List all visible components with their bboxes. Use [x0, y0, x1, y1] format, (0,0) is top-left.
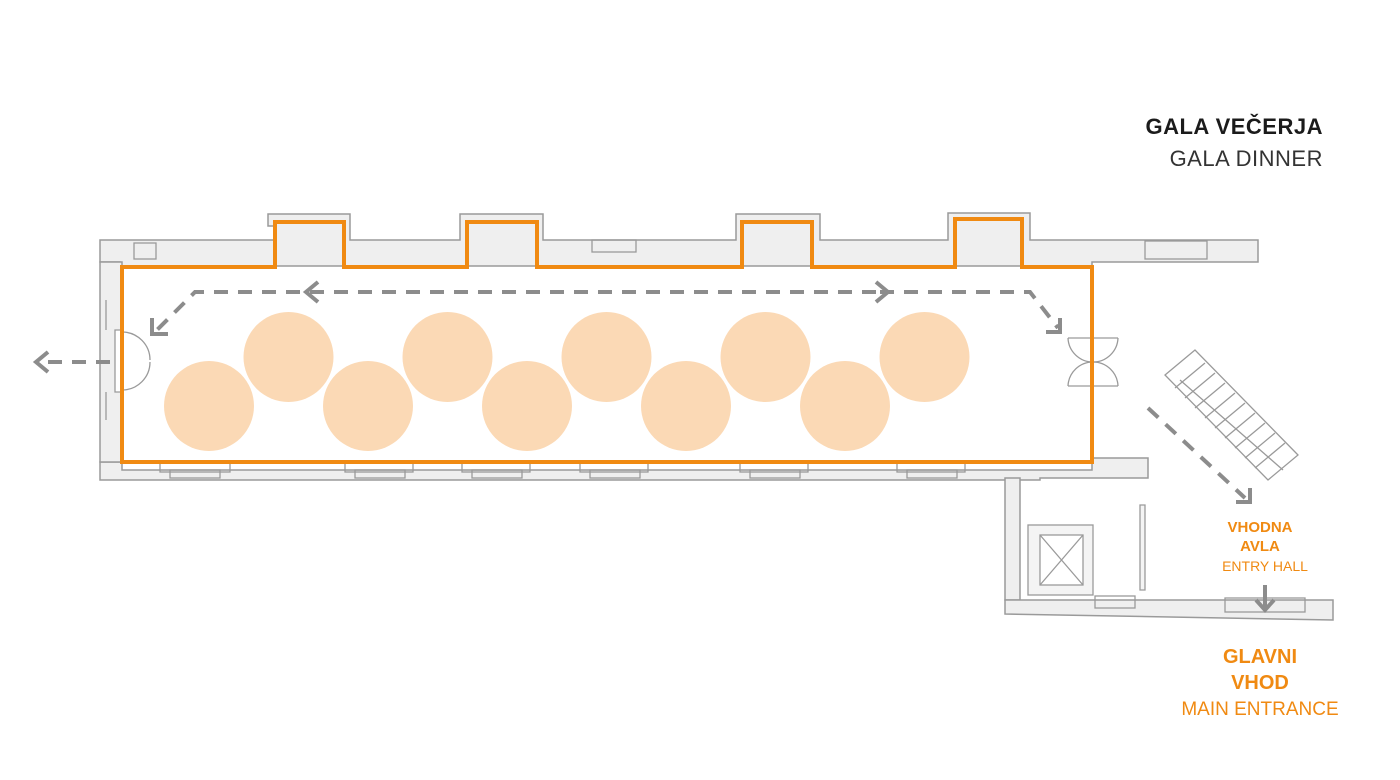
elevator	[1027, 504, 1146, 596]
round-table	[879, 312, 970, 402]
round-table	[323, 361, 413, 451]
arrowheads	[32, 280, 1276, 613]
round-table	[482, 361, 572, 451]
round-table	[243, 312, 334, 402]
round-table	[800, 361, 890, 451]
arrowhead-main	[1254, 598, 1276, 613]
arrowhead-left-door	[150, 318, 168, 336]
main-entrance-label-english: MAIN ENTRANCE	[1181, 699, 1339, 720]
page-subtitle: GALA DINNER	[1169, 146, 1323, 171]
gala-room-outline	[120, 217, 1094, 464]
round-table	[164, 361, 254, 451]
building-walls	[99, 212, 1334, 621]
main-entrance-label-line2: VHOD	[1231, 672, 1289, 694]
route-right-diagonal	[880, 290, 1060, 330]
main-entrance-label-line1: GLAVNI	[1222, 646, 1298, 668]
arrowhead-top-right	[874, 280, 892, 304]
staircase	[1164, 349, 1299, 481]
arrowhead-exit-left	[32, 350, 50, 374]
tables-group	[164, 312, 970, 451]
round-table	[720, 312, 811, 402]
round-table	[641, 361, 731, 451]
entry-hall-label-english: ENTRY HALL	[1222, 558, 1308, 574]
entry-hall-label-line1: VHODNA	[1227, 519, 1293, 536]
arrowhead-top-left	[302, 280, 320, 304]
flow-arrows	[40, 290, 1267, 610]
page-title: GALA VEČERJA	[1145, 114, 1323, 139]
arrowhead-entry	[1236, 488, 1252, 504]
round-table	[561, 312, 652, 402]
entry-hall-label-line2: AVLA	[1240, 538, 1280, 555]
round-table	[402, 312, 493, 402]
arrowhead-right-door	[1046, 318, 1062, 334]
route-left-diagonal	[153, 290, 300, 334]
